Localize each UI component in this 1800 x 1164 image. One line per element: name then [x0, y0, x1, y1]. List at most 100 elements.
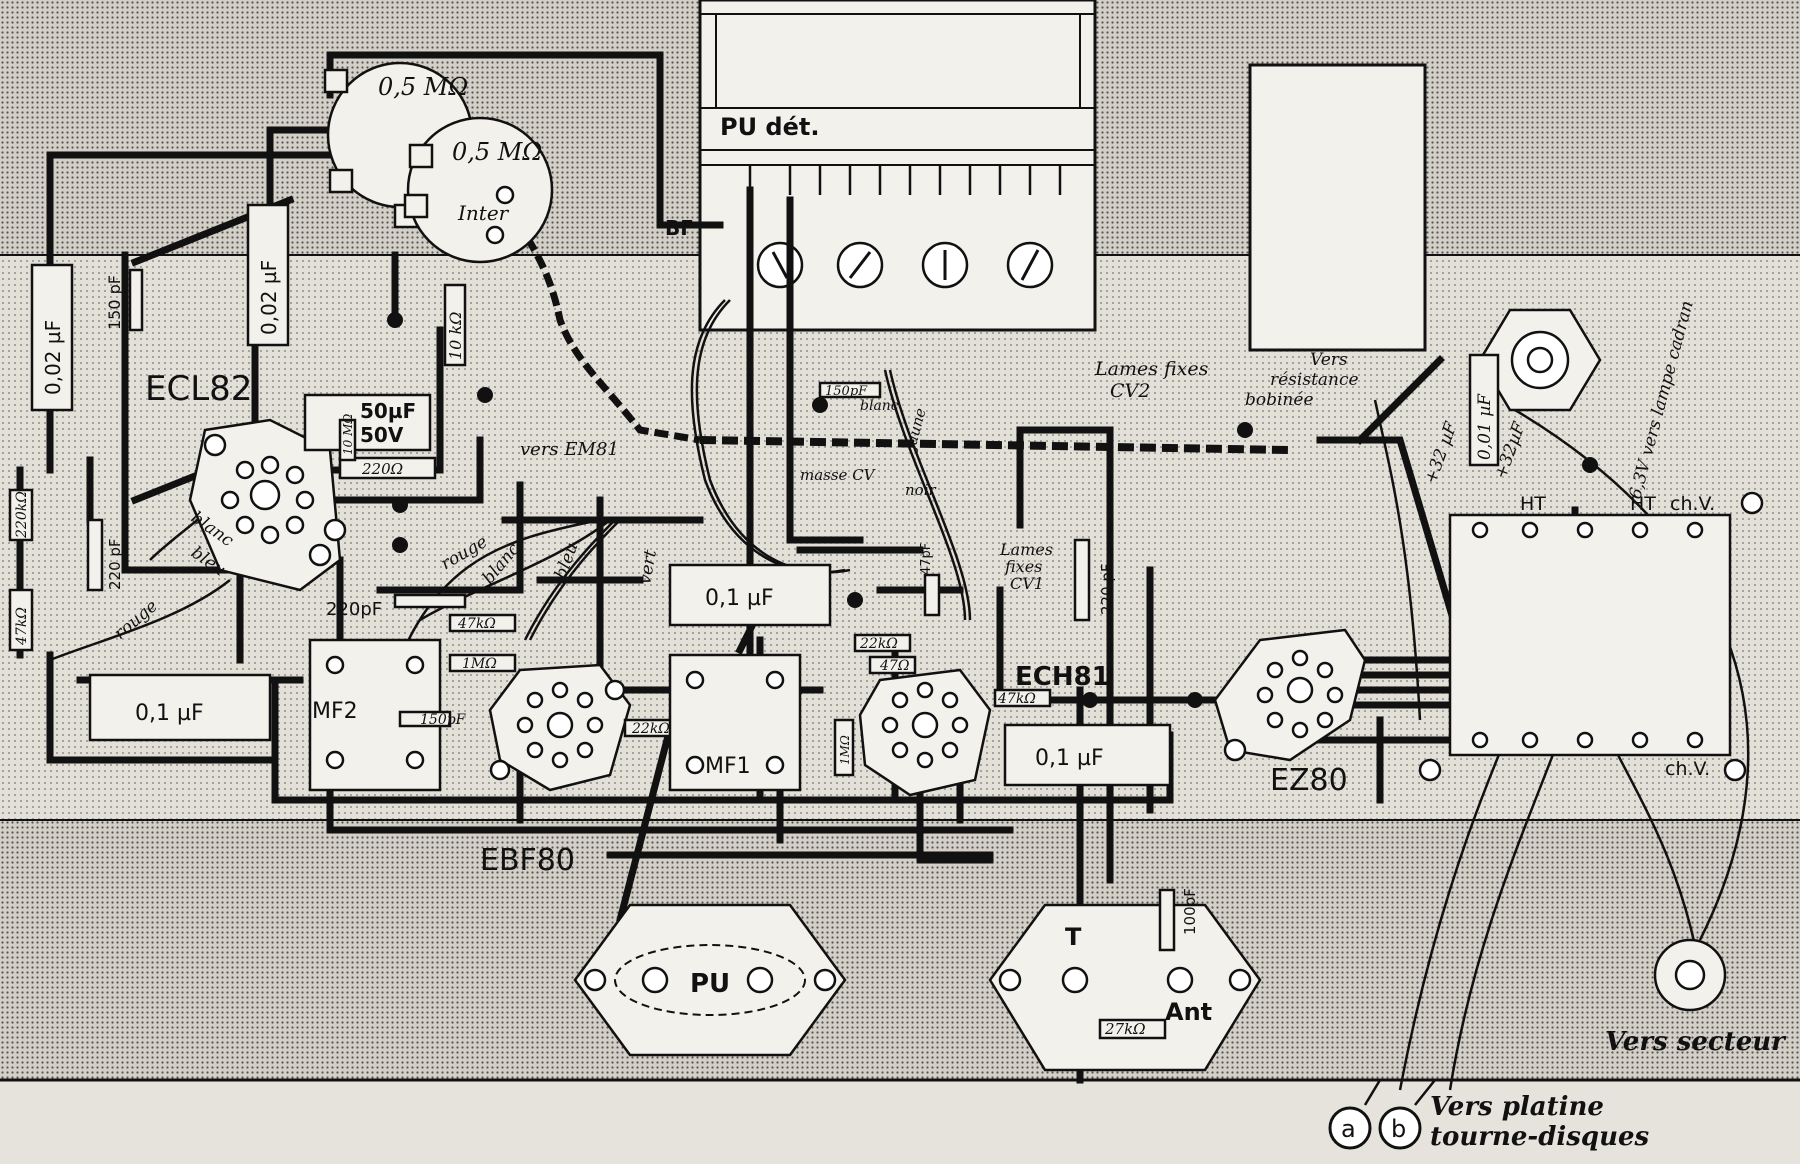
wire-label-masse-cv: masse CV: [800, 466, 877, 484]
chassis-cutout: [1248, 63, 1427, 352]
cap-100pf-label: 100pF: [1181, 888, 1199, 935]
cap-002-mid-label: 0,02 µF: [257, 260, 281, 335]
capacitor-150pf-mf2: [398, 710, 452, 728]
vers-res-c: bobinée: [1245, 390, 1314, 410]
resistor-1m-mf2: [448, 653, 517, 673]
resistor-220k-label: 220kΩ: [14, 491, 30, 539]
cap-01-right-label: 0,1 µF: [1035, 746, 1104, 771]
vers-secteur-label: Vers secteur: [1605, 1027, 1787, 1057]
mains-grommet: [1653, 938, 1727, 1012]
mf2-label: MF2: [312, 699, 358, 724]
vers-res-b: résistance: [1270, 370, 1359, 390]
terminal-a-label: a: [1341, 1115, 1356, 1143]
ech81-socket: [858, 668, 992, 797]
cap-50uf-label: 50µF: [360, 399, 416, 423]
vers-platine-label-2: tourne-disques: [1430, 1122, 1650, 1152]
resistor-47k-left-label: 47kΩ: [14, 607, 30, 646]
pu-socket: [573, 903, 847, 1057]
chv1-label: ch.V.: [1670, 493, 1715, 515]
capacitor-002-mid: [246, 203, 290, 347]
resistor-22k-ech: [853, 633, 912, 653]
mounting-holes: [323, 491, 1764, 782]
ecl82-label: ECL82: [145, 369, 252, 409]
capacitor-220pf-mf2: [393, 593, 467, 609]
resistor-47k-mf2: [448, 613, 517, 633]
switch-panel-title: PU dét.: [720, 113, 819, 141]
cap-150pf-ecl-label: 150 pF: [105, 275, 124, 330]
cap-220pf-right-label: 220 pF: [1098, 563, 1116, 615]
vers-res-a: Vers: [1310, 350, 1348, 370]
cap-150pf-cv-label: 150pF: [825, 384, 868, 399]
resistor-1m-ech-label: 1MΩ: [838, 735, 852, 765]
lames-cv1-a: Lames: [999, 540, 1053, 559]
resistor-47-label: 47Ω: [879, 658, 910, 674]
lames-cv2-a: Lames fixes: [1094, 358, 1209, 380]
cap-150pf-mf2-label: 150pF: [420, 712, 467, 728]
ground-points: [387, 312, 1598, 708]
capacitor-001: [1468, 353, 1500, 467]
pot2-sub-label: Inter: [457, 201, 510, 225]
resistor-22k-ech-label: 22kΩ: [859, 636, 898, 652]
resistor-10k: [443, 283, 467, 367]
pu-label: PU: [690, 969, 730, 999]
resistor-220k: [8, 488, 34, 542]
ech81-label: ECH81: [1015, 662, 1110, 692]
electrolytic-50uf: [303, 393, 437, 480]
resistor-10k-label: 10 kΩ: [446, 312, 465, 360]
paper-strip: [0, 1080, 1800, 1164]
potentiometer-2: [403, 116, 554, 264]
pot2-label: 0,5 MΩ: [452, 138, 542, 166]
resistor-22k-ebf-label: 22kΩ: [631, 721, 670, 737]
filter-capacitor-can: [1478, 308, 1602, 412]
cap-001-label: 0,01 µF: [1475, 393, 1495, 460]
resistor-47k-left: [8, 588, 34, 652]
lames-cv2-b: CV2: [1110, 380, 1150, 402]
cap-01-mid-label: 0,1 µF: [705, 586, 774, 611]
t-label: T: [1065, 923, 1082, 951]
ebf80-label: EBF80: [480, 843, 575, 878]
ecl82-socket: [188, 418, 342, 592]
terminal-b-label: b: [1391, 1115, 1406, 1143]
cap-220pf-left-label: 220 pF: [106, 538, 124, 590]
ht2-label: HT: [1630, 493, 1656, 515]
resistor-47k-mf2-label: 47kΩ: [457, 616, 496, 632]
resistor-10m-label: 10 MΩ: [341, 414, 355, 455]
pot1-label: 0,5 MΩ: [378, 73, 468, 101]
capacitor-150pf-ecl: [128, 268, 144, 332]
resistor-27k-label: 27kΩ: [1104, 1020, 1146, 1038]
capacitor-150pf-cv: [818, 381, 882, 399]
antenna-socket: [988, 888, 1262, 1072]
capacitor-47pf: [923, 573, 941, 617]
cap-220pf-mf2-label: 220pF: [326, 599, 382, 620]
bf-label: BF: [665, 216, 694, 240]
capacitor-01-left: [88, 673, 272, 742]
resistor-1m-mf2-label: 1MΩ: [462, 656, 497, 672]
terminal-a: [1328, 1106, 1372, 1150]
mf1-transformer: [668, 653, 802, 792]
ez80-socket: [1213, 628, 1367, 762]
wire-label-vers-em81: vers EM81: [520, 439, 619, 460]
cap-002-left-label: 0,02 µF: [41, 320, 65, 395]
capacitor-220pf-right: [1073, 538, 1091, 622]
ez80-label: EZ80: [1270, 763, 1348, 798]
switch-panel: [698, 0, 1097, 332]
twisted-pair-wires: [502, 202, 1291, 454]
capacitor-220pf-left: [86, 518, 104, 592]
ant-label: Ant: [1165, 998, 1212, 1026]
resistor-220-label: 220Ω: [361, 460, 403, 478]
ebf80-socket: [488, 663, 632, 792]
chv2-label: ch.V.: [1665, 758, 1710, 780]
cap-47pf-label: 47pF: [919, 543, 934, 575]
resistor-47k-ech-label: 47kΩ: [997, 691, 1036, 707]
wire-label-noir: noir: [905, 481, 936, 499]
capacitor-01-mid: [668, 563, 832, 627]
terminal-b: [1378, 1106, 1422, 1150]
capacitor-01-right: [1003, 723, 1172, 787]
capacitor-002-left: [30, 263, 74, 412]
cap-50v-label: 50V: [360, 423, 404, 447]
resistor-47: [868, 655, 917, 675]
terminal-strip: [1448, 513, 1732, 757]
ht1-label: HT: [1520, 493, 1546, 515]
wire-label-blanc3: blanc: [860, 398, 899, 414]
